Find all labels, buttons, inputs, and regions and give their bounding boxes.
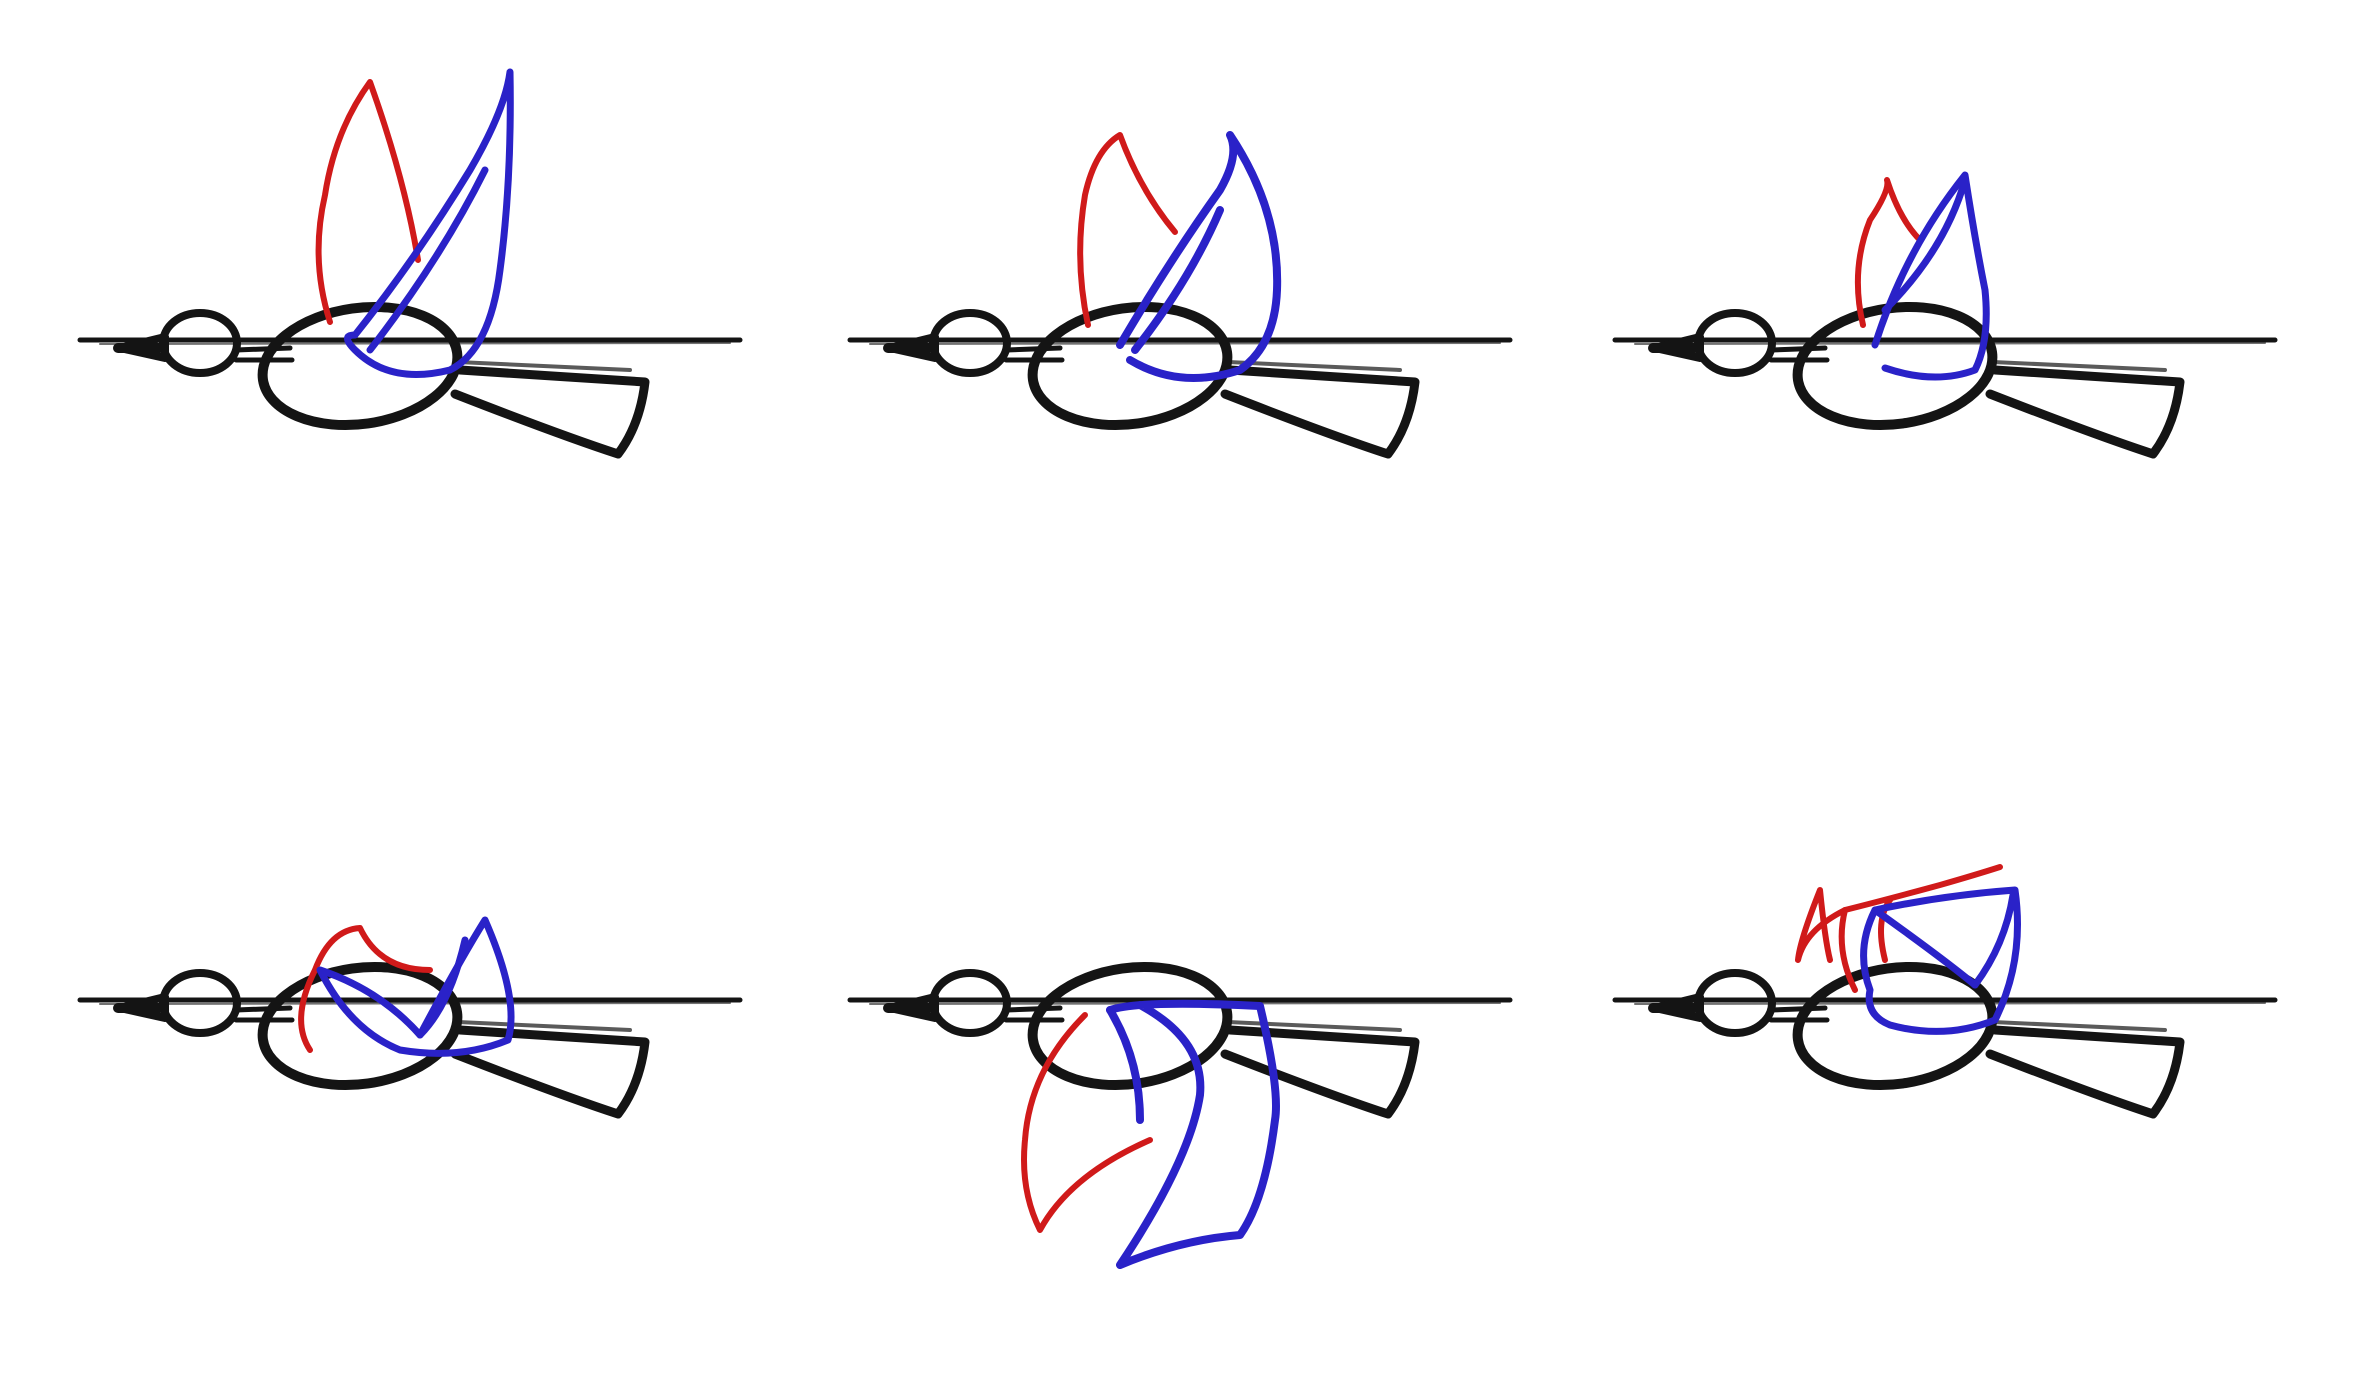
far-wing-5 — [1021, 1012, 1153, 1233]
frame-2 — [850, 131, 1510, 454]
frame-6 — [1615, 864, 2275, 1114]
bird-body-4 — [80, 955, 740, 1114]
frame-3 — [1615, 171, 2275, 454]
near-wing-2 — [1116, 131, 1282, 382]
near-wing-5 — [1106, 999, 1280, 1269]
near-wing-4 — [316, 916, 515, 1057]
frame-4 — [80, 916, 740, 1114]
far-wing-1 — [315, 79, 421, 325]
far-wing-2 — [1077, 132, 1178, 328]
frame-5 — [850, 955, 1510, 1269]
near-wing-1 — [344, 68, 514, 378]
near-wing-3 — [1871, 171, 1990, 381]
frame-1 — [80, 68, 740, 454]
far-wing-3 — [1854, 177, 1923, 328]
far-wing-4 — [298, 925, 433, 1053]
near-wing-6 — [1860, 886, 2021, 1035]
